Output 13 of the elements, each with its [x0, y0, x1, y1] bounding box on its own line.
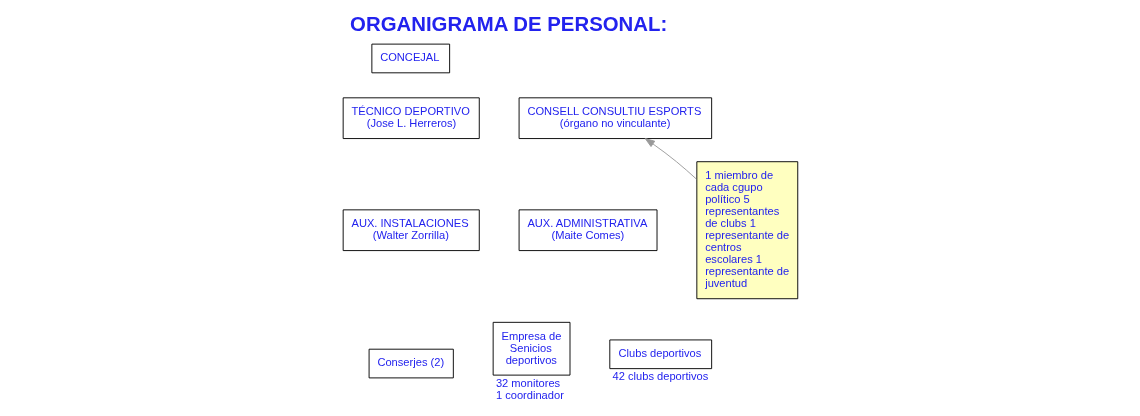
node-box: TÉCNICO DEPORTIVO (Jose L. Herreros)	[342, 97, 480, 140]
node-box: Conserjes (2)	[368, 348, 454, 379]
node-box: CONCEJAL	[371, 43, 451, 74]
node-label: 1 coordinador	[495, 388, 564, 401]
node-label: 42 clubs deportivos	[612, 370, 709, 383]
node-box: AUX. ADMINISTRATIVA (Maite Comes)	[518, 209, 658, 252]
arrow	[644, 138, 697, 180]
node-box: CONSELL CONSULTIU ESPORTS (órgano no vinculante)	[518, 97, 713, 140]
node-box: Empresa de Senicios deportivos	[492, 321, 571, 376]
node-box: Clubs deportivos	[609, 339, 713, 370]
node-box: AUX. INSTALACIONES (Walter Zorrilla)	[342, 209, 480, 252]
node-label: 32 monitores	[495, 376, 561, 389]
diagram-title: ORGANIGRAMA DE PERSONAL:	[350, 12, 668, 35]
